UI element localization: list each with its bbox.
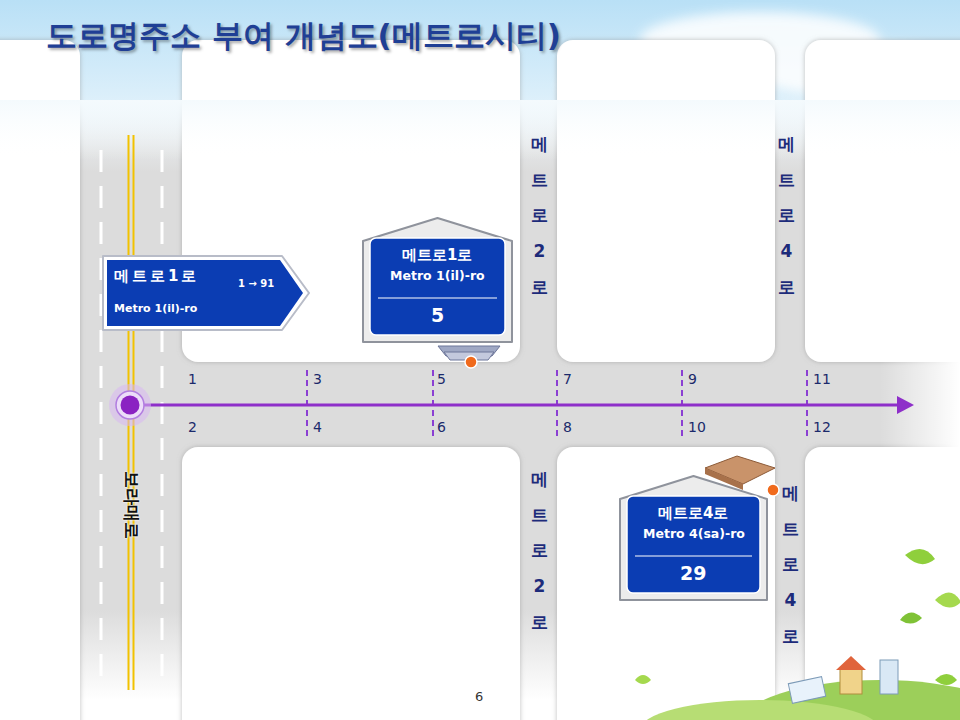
building-number: 3 <box>313 371 322 387</box>
street-name: 메트로2로 <box>531 127 548 305</box>
street-name: 메트로4로 <box>782 476 799 654</box>
road-name: 메트로1로 <box>114 268 199 285</box>
building-number: 4 <box>313 419 322 435</box>
plate-outline <box>620 476 767 600</box>
building-number: 1 <box>188 371 197 387</box>
plate-divider <box>378 297 497 298</box>
top-fade <box>0 100 960 160</box>
number-range: 1 → 91 <box>238 278 274 290</box>
number-range: 29 <box>680 563 706 585</box>
building-number: 8 <box>563 419 572 435</box>
building-number: 5 <box>437 371 446 387</box>
street-name: 메트로2로 <box>531 462 548 640</box>
road-name: 메트로1로 <box>402 247 472 264</box>
sign-mounts <box>438 346 779 496</box>
building-number: 12 <box>813 419 831 435</box>
plate-divider <box>635 555 752 556</box>
building-number-plate: 메트로4로 Metro 4(sa)-ro 29 <box>617 473 770 603</box>
sign-outline <box>103 256 309 330</box>
romanized-name: Metro 1(il)-ro <box>114 303 197 316</box>
building-number: 7 <box>563 371 572 387</box>
city-blocks <box>0 40 960 720</box>
plate-face <box>370 238 505 335</box>
romanized-name: Metro 1(il)-ro <box>390 269 485 283</box>
building-number: 6 <box>437 419 446 435</box>
street-name: 메트로4로 <box>778 127 795 305</box>
building-number: 10 <box>688 419 706 435</box>
road-name-sign: 메트로1로 Metro 1(il)-ro 1 → 91 <box>100 253 312 333</box>
romanized-name: Metro 4(sa)-ro <box>643 527 745 541</box>
building-number: 11 <box>813 371 831 387</box>
main-road-name: 보라매로 <box>121 471 141 539</box>
page-number: 6 <box>475 690 483 705</box>
road-name-sign-shape <box>100 253 312 333</box>
building-number: 9 <box>688 371 697 387</box>
building-number-plate: 메트로1로 Metro 1(il)-ro 5 <box>360 215 515 345</box>
lane-markings <box>101 135 162 690</box>
numbering-arrow <box>109 384 914 426</box>
plate-outline <box>363 218 512 342</box>
building-number: 2 <box>188 419 197 435</box>
slide-title: 도로명주소 부여 개념도(메트로시티) <box>46 18 561 54</box>
number-range: 5 <box>431 305 444 327</box>
sign-face <box>107 260 303 326</box>
plate-face <box>627 496 760 593</box>
road-name: 메트로4로 <box>658 505 728 522</box>
